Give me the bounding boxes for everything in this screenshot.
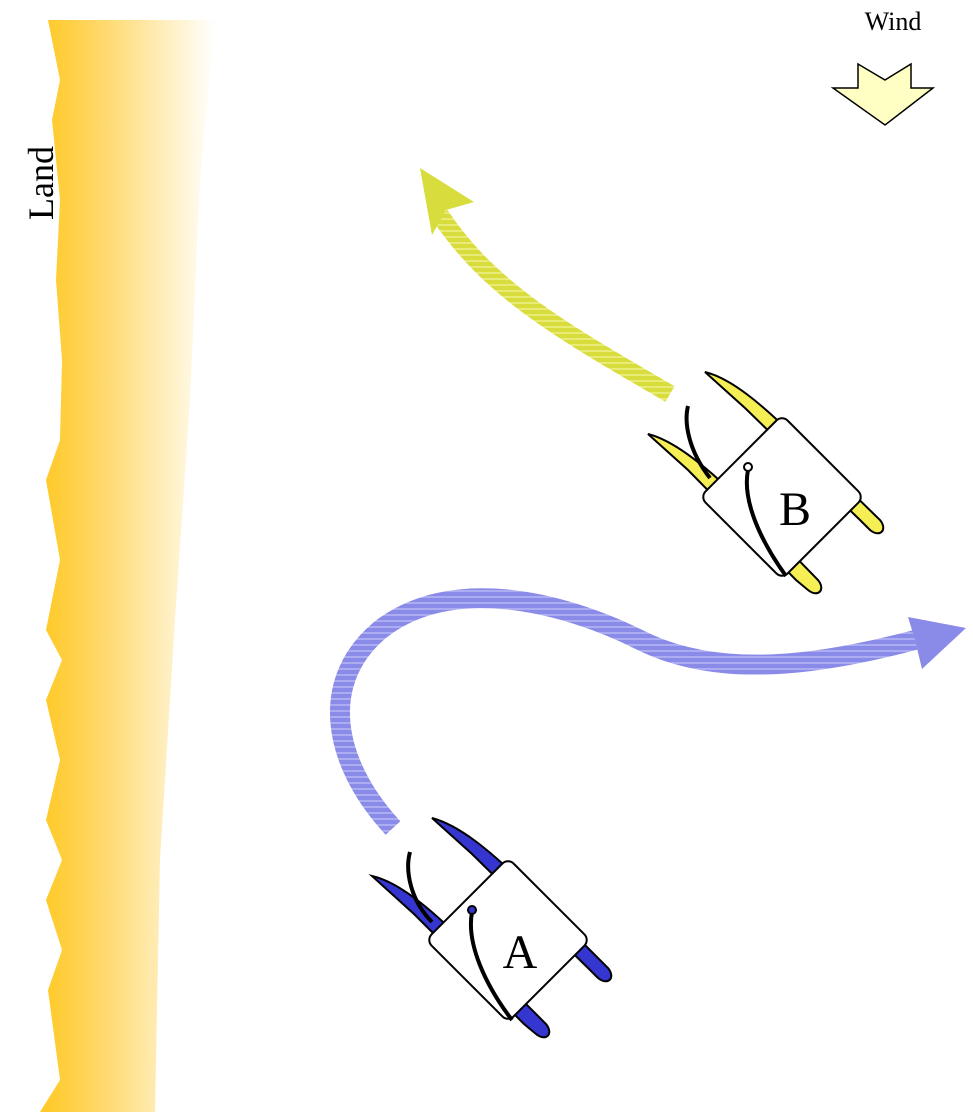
boat-a-main-sail — [469, 911, 514, 1022]
boat-a: A — [368, 817, 613, 1039]
boat-b-course-arrow — [420, 168, 675, 402]
boat-b: B — [647, 371, 885, 595]
boat-a-course-arrow — [330, 588, 966, 835]
wind-arrow-icon — [830, 62, 936, 126]
boat-a-deck — [428, 860, 588, 1020]
boat-b-mast — [743, 462, 753, 472]
wind-label: Wind — [865, 7, 922, 36]
land-strip — [40, 20, 215, 1112]
boat-b-jib-sail — [684, 405, 712, 480]
boat-b-deck — [702, 417, 862, 577]
boat-a-label: A — [503, 926, 538, 979]
boat-a-mast — [467, 905, 477, 915]
land-label: Land — [21, 146, 61, 220]
boat-b-main-sail — [744, 469, 788, 578]
boat-a-jib-sail — [406, 851, 434, 924]
boat-b-label: B — [779, 483, 811, 536]
